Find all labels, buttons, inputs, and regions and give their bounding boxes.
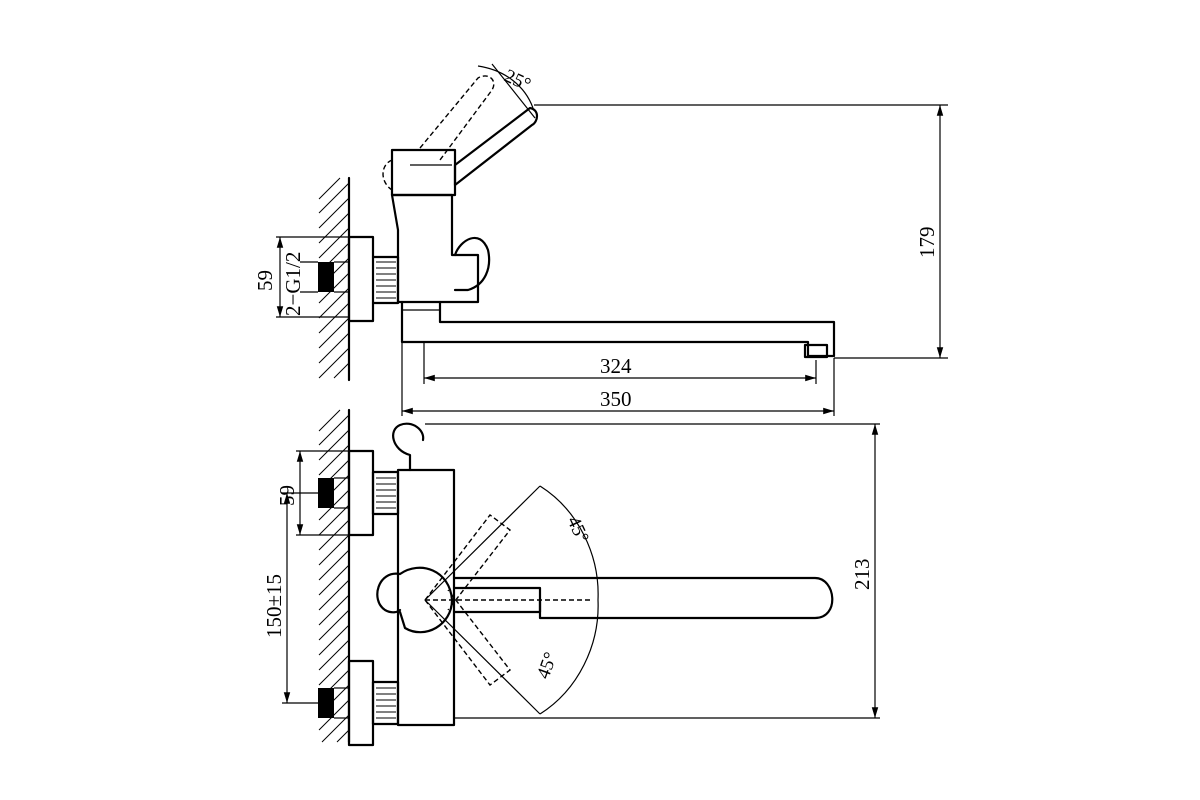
handle-swivel-positions xyxy=(424,514,590,686)
inlet-lower xyxy=(318,688,334,718)
front-view: 45° 45° 59 150±15 213 xyxy=(262,408,880,747)
nut-upper xyxy=(371,470,400,516)
dim-thread: 2−G1/2 xyxy=(281,252,305,316)
diverter-knob-top xyxy=(453,236,491,292)
inlet-upper xyxy=(318,478,334,508)
body-front xyxy=(396,468,456,727)
dim-center-distance: 150±15 xyxy=(262,574,286,638)
cartridge-housing xyxy=(390,148,457,197)
lever-handle xyxy=(453,106,539,187)
handle-knob-front xyxy=(376,566,454,634)
dim-spout-reach: 324 xyxy=(600,354,632,378)
dim-handle-angle: 25° xyxy=(501,65,534,95)
dim-inlet-spacing-top: 59 xyxy=(253,270,277,291)
shower-hook xyxy=(392,422,425,472)
lever-handle-open xyxy=(419,75,495,161)
dim-height-front: 213 xyxy=(850,559,874,591)
escutcheon-upper xyxy=(347,449,375,537)
spout-top xyxy=(400,300,836,358)
spout-front xyxy=(452,576,834,620)
nut-lower xyxy=(371,680,400,726)
dim-height-top: 179 xyxy=(915,227,939,259)
body-top xyxy=(390,193,480,304)
top-view: 25° 179 59 2−G1/2 324 350 xyxy=(253,63,948,416)
dim-swivel-down: 45° xyxy=(533,650,562,682)
escutcheon-lower xyxy=(347,659,375,747)
dim-swivel-up: 45° xyxy=(562,513,592,546)
dim-total-reach: 350 xyxy=(600,387,632,411)
escutcheon-top xyxy=(347,235,375,323)
inlet-thread-top xyxy=(318,262,334,292)
eccentric-nut-top xyxy=(371,255,400,305)
